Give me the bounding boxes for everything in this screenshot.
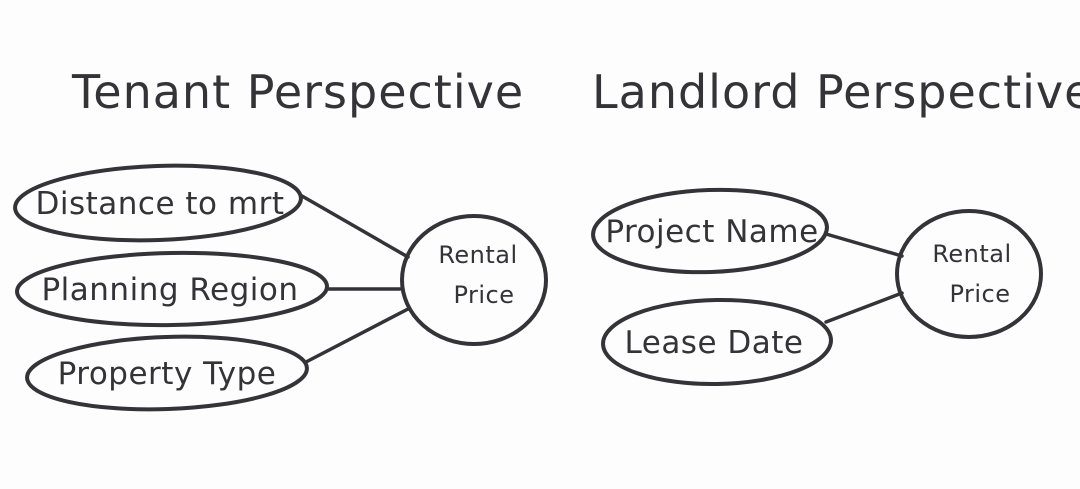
edge-lease-date-to-rental-price bbox=[824, 291, 904, 324]
tenant-factor-planning-region: Planning Region bbox=[15, 250, 329, 328]
factor-label-distance: Distance to mrt bbox=[36, 186, 285, 222]
tenant-target-rental-price: Rental Price bbox=[400, 214, 548, 346]
edge-project-name-to-rental-price bbox=[824, 232, 904, 258]
tenant-connectors bbox=[300, 194, 410, 364]
edge-distance-to-rental-price bbox=[300, 194, 410, 259]
factor-ellipse bbox=[13, 163, 303, 243]
target-ellipse bbox=[400, 214, 548, 346]
factor-ellipse bbox=[601, 297, 833, 387]
factor-label-property-type: Property Type bbox=[58, 356, 277, 392]
target-ellipse bbox=[895, 209, 1043, 339]
landlord-factor-project-name: Project Name bbox=[591, 187, 829, 275]
factor-label-project-name: Project Name bbox=[605, 214, 818, 250]
factor-ellipse bbox=[25, 334, 309, 412]
target-label-line1: Rental bbox=[438, 241, 517, 269]
factor-ellipse bbox=[15, 250, 329, 328]
factor-label-planning-region: Planning Region bbox=[41, 272, 298, 308]
landlord-perspective-title: Landlord Perspective bbox=[592, 65, 1080, 119]
target-label-line2: Price bbox=[949, 280, 1010, 308]
factor-label-lease-date: Lease Date bbox=[625, 325, 804, 361]
tenant-factor-distance: Distance to mrt bbox=[13, 163, 303, 243]
tenant-perspective-title: Tenant Perspective bbox=[71, 65, 524, 119]
landlord-connectors bbox=[824, 232, 904, 324]
tenant-factor-property-type: Property Type bbox=[25, 334, 309, 412]
edge-property-type-to-rental-price bbox=[304, 307, 410, 364]
landlord-factor-lease-date: Lease Date bbox=[601, 297, 833, 387]
factor-ellipse bbox=[591, 187, 829, 275]
target-label-line1: Rental bbox=[932, 240, 1011, 268]
target-label-line2: Price bbox=[453, 281, 514, 309]
landlord-target-rental-price: Rental Price bbox=[895, 209, 1043, 339]
